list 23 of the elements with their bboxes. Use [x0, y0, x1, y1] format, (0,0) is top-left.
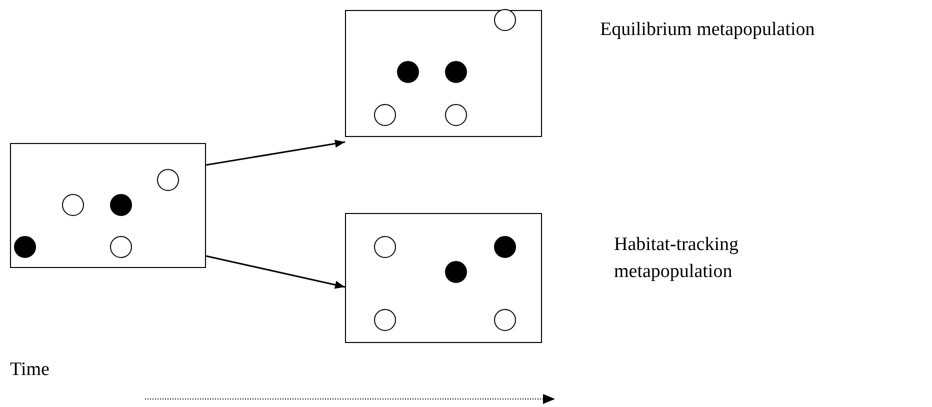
occupied-patch-dot [110, 194, 132, 216]
arrow [206, 255, 346, 289]
occupied-patch-dot [14, 236, 36, 258]
empty-patch-circle [374, 308, 396, 330]
occupied-patch-dot [396, 60, 418, 82]
empty-patch-circle [494, 8, 516, 30]
time-label: Time [10, 358, 50, 382]
empty-patch-circle [374, 236, 396, 258]
empty-patch-circle [444, 104, 466, 126]
caption-text: Habitat-tracking metapopulation [614, 233, 740, 284]
empty-patch-circle [62, 194, 84, 216]
patch-frame [345, 213, 542, 343]
empty-patch-circle [156, 168, 178, 190]
occupied-patch-dot [444, 260, 466, 282]
empty-patch-circle [110, 236, 132, 258]
occupied-patch-dot [444, 60, 466, 82]
patch-frame [345, 10, 542, 137]
empty-patch-circle [494, 308, 516, 330]
occupied-patch-dot [494, 236, 516, 258]
arrow [206, 140, 346, 166]
caption-text: Equilibrium metapopulation [600, 18, 816, 42]
patch-frame [10, 143, 206, 268]
empty-patch-circle [374, 104, 396, 126]
